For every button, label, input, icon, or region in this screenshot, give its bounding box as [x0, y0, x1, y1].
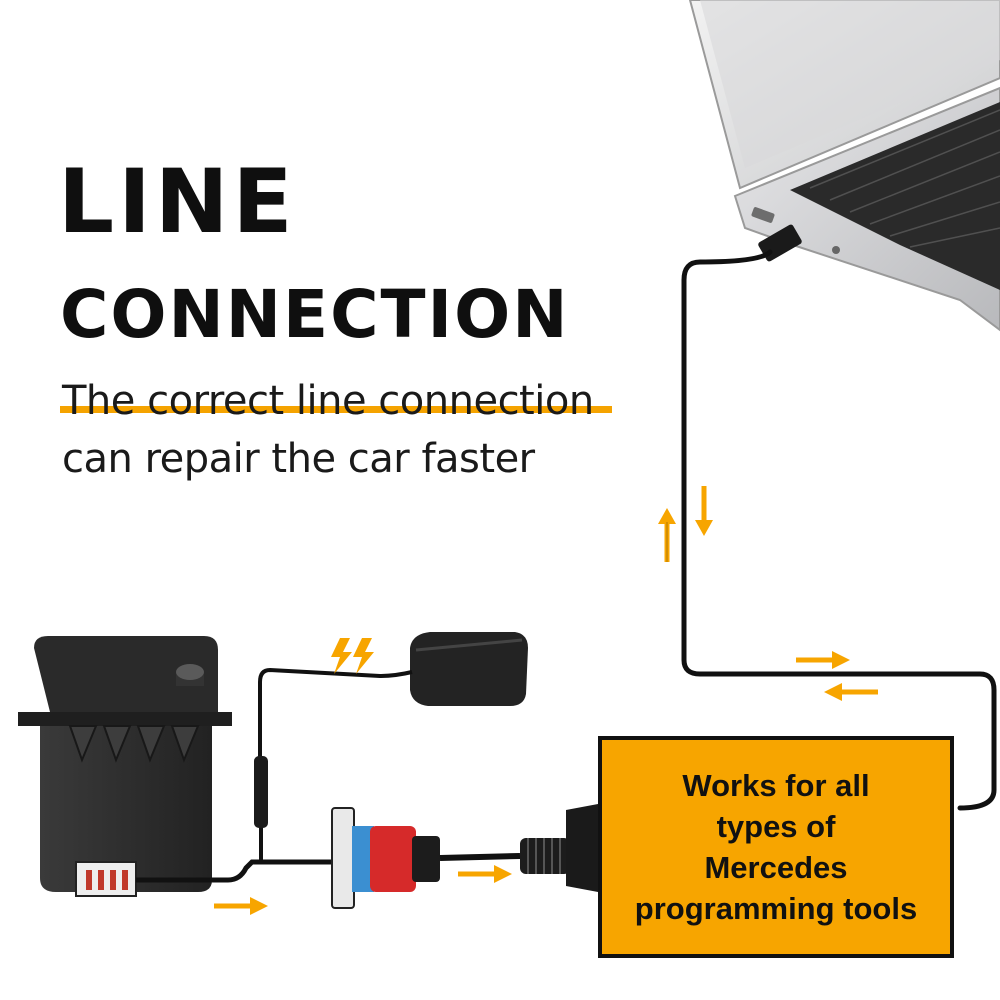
- db-plug: [520, 804, 598, 892]
- device-cable: [136, 859, 340, 883]
- subtitle-line1: The correct line connection: [62, 378, 594, 424]
- adapter-cable: [258, 667, 413, 760]
- usb-cable: [681, 249, 997, 811]
- callout-line: Mercedes: [704, 850, 848, 885]
- barrel-connector: [254, 756, 268, 828]
- programmer-device-icon: [18, 636, 232, 897]
- obd-connector-icon: [331, 807, 521, 909]
- power-adapter-icon: [410, 632, 528, 706]
- callout-line: programming tools: [634, 891, 918, 926]
- laptop-icon: [688, 0, 1000, 332]
- lightning-icon: [331, 638, 374, 674]
- callout-box: Works for all types of Mercedes programm…: [598, 736, 954, 958]
- callout-text: Works for all types of Mercedes programm…: [635, 765, 917, 929]
- headline-line1: LINE: [58, 150, 297, 253]
- headline-line2: CONNECTION: [60, 276, 570, 353]
- subtitle-line2: can repair the car faster: [62, 436, 535, 482]
- direction-arrow-icon: [214, 486, 878, 915]
- subtitle: The correct line connection can repair t…: [60, 372, 612, 488]
- callout-line: Works for all: [682, 768, 870, 803]
- callout-line: types of: [716, 809, 836, 844]
